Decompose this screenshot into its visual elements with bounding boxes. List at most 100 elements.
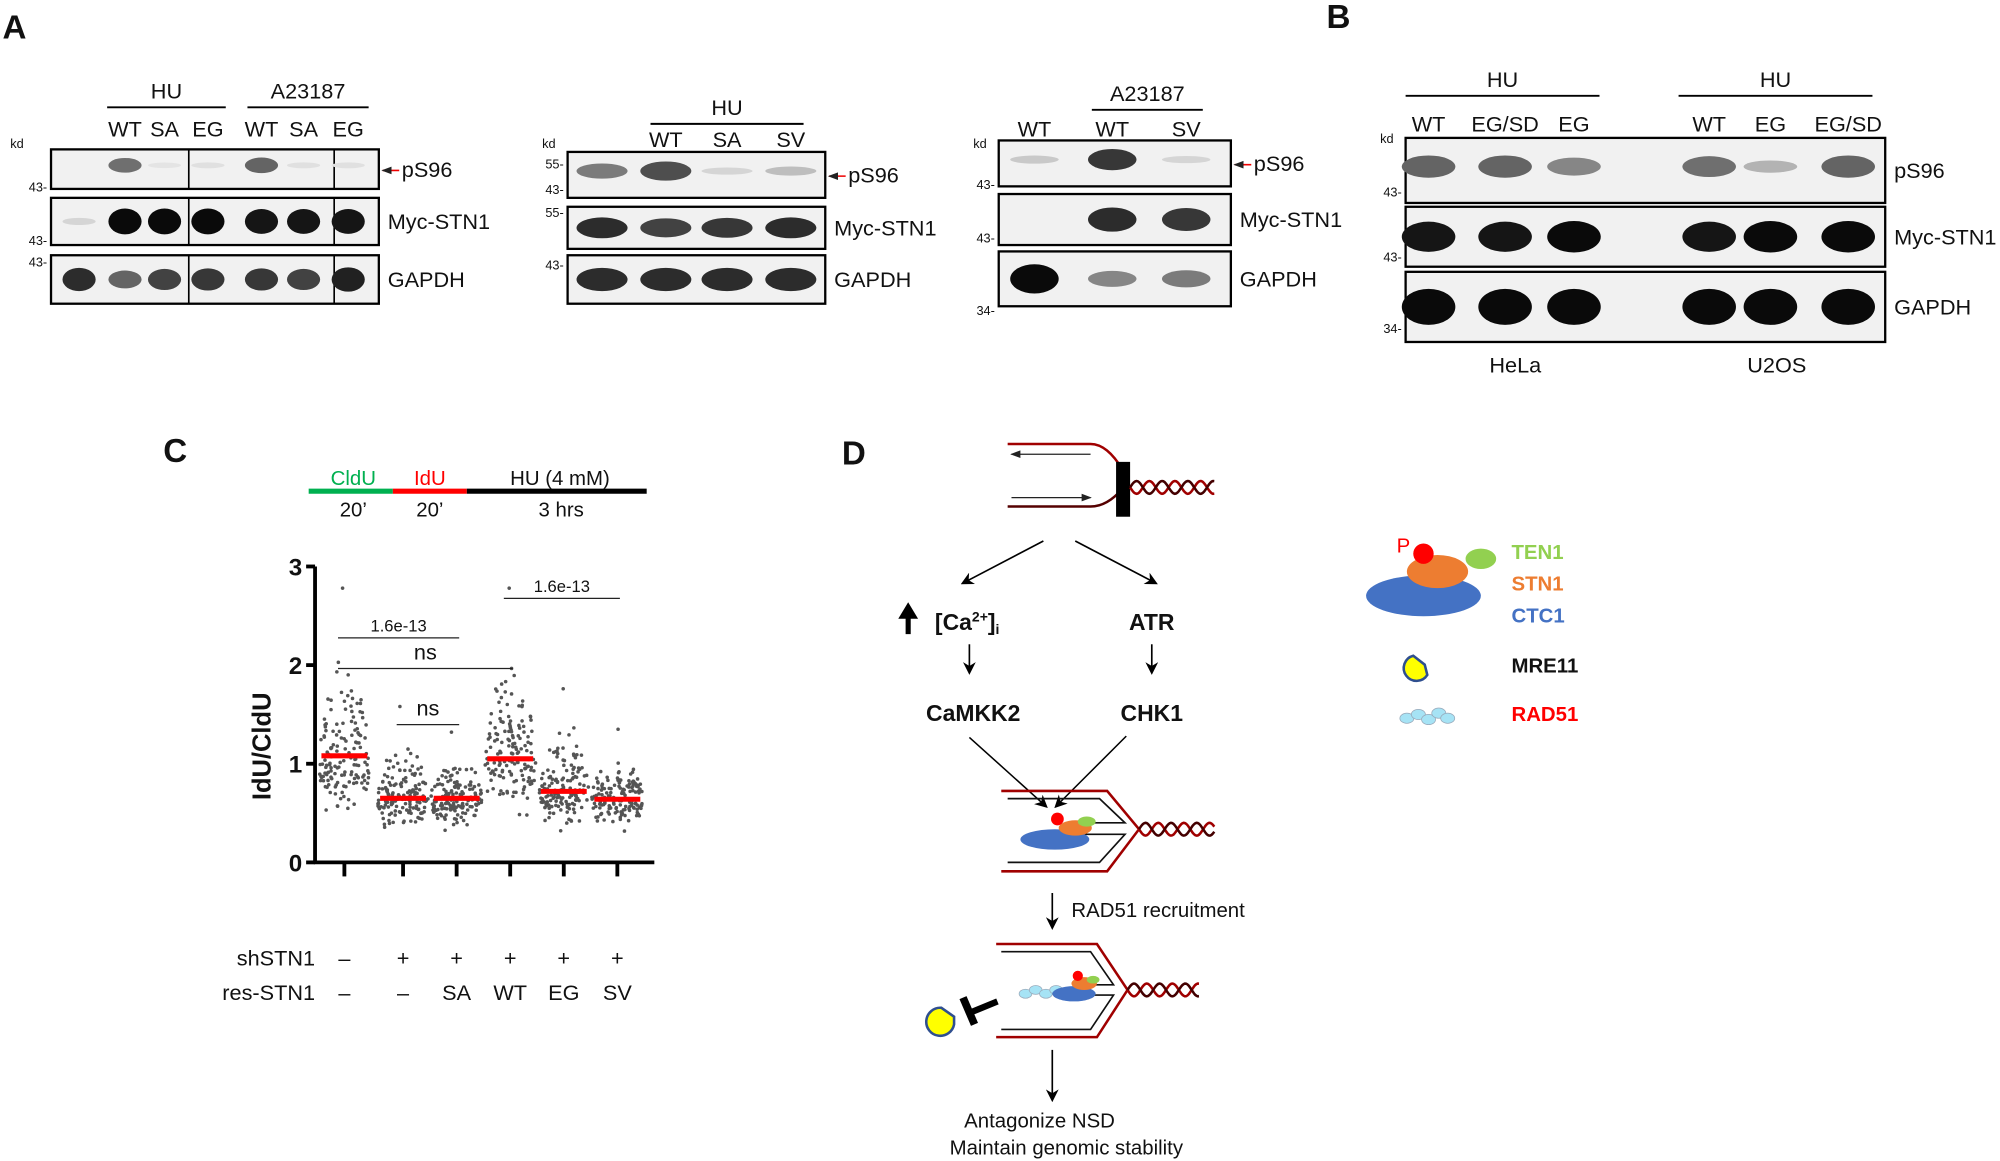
data-point	[633, 790, 638, 794]
mw-marker: 55-	[545, 157, 563, 172]
data-point	[547, 784, 552, 788]
data-point	[601, 802, 606, 807]
data-point	[394, 804, 399, 809]
data-point	[543, 805, 547, 810]
data-point	[639, 806, 643, 811]
data-point	[376, 804, 380, 808]
data-point	[509, 773, 514, 777]
row-label: Myc-STN1	[1240, 207, 1342, 232]
data-point	[525, 796, 530, 800]
protein-band	[1821, 155, 1875, 178]
data-point	[600, 786, 605, 790]
protein-band	[640, 267, 692, 292]
idu-label: IdU	[414, 468, 446, 490]
data-point	[350, 696, 355, 701]
data-point	[366, 775, 371, 780]
data-point	[342, 794, 346, 799]
data-point	[340, 773, 344, 778]
data-point	[591, 785, 596, 790]
protein-band	[1161, 208, 1211, 232]
data-point	[323, 758, 327, 762]
data-point	[408, 805, 412, 809]
data-point	[550, 781, 554, 785]
data-point	[529, 741, 533, 746]
data-point	[467, 783, 472, 787]
data-point	[381, 816, 386, 821]
data-point	[472, 784, 477, 789]
data-point	[516, 734, 521, 738]
data-point	[416, 767, 420, 771]
data-point	[640, 789, 644, 794]
data-point	[458, 767, 462, 772]
data-point	[436, 807, 440, 812]
data-point	[395, 761, 400, 766]
protein-band	[108, 157, 142, 173]
data-point	[473, 770, 478, 775]
data-point	[335, 670, 339, 674]
data-point	[505, 789, 509, 794]
dna-helix	[1137, 821, 1216, 837]
data-point	[571, 771, 575, 776]
data-point	[443, 801, 448, 806]
legend-mre11: MRE11	[1511, 655, 1578, 677]
data-point	[577, 798, 581, 803]
data-point	[380, 811, 384, 815]
data-point	[529, 768, 533, 772]
res-stn1-value: –	[397, 980, 410, 1005]
data-point	[569, 763, 574, 767]
row-label-shstn1: shSTN1	[237, 946, 315, 971]
data-point	[322, 735, 327, 739]
protein-band	[576, 163, 628, 179]
protein-band	[331, 209, 365, 234]
protein-band	[1821, 221, 1875, 253]
data-point	[385, 788, 390, 792]
data-point	[431, 805, 436, 810]
data-point	[523, 762, 527, 767]
data-point	[499, 789, 503, 793]
data-point	[404, 808, 409, 812]
data-point	[613, 811, 618, 815]
significance-label: 1.6e-13	[370, 617, 426, 636]
data-point	[594, 815, 598, 820]
data-point	[526, 740, 530, 745]
data-point	[551, 770, 556, 774]
data-point	[393, 809, 398, 813]
data-point	[360, 781, 364, 785]
data-point	[454, 791, 459, 795]
data-point	[379, 804, 383, 809]
row-label: pS96	[1894, 158, 1945, 183]
row-label: pS96	[848, 163, 899, 188]
data-point	[619, 813, 624, 817]
data-point	[493, 726, 497, 730]
protein-band	[1401, 221, 1456, 252]
data-point	[324, 771, 329, 776]
data-point	[324, 808, 328, 812]
data-point	[351, 781, 356, 786]
data-point	[328, 761, 332, 766]
data-point	[555, 755, 559, 759]
data-point	[561, 776, 566, 780]
lane-label: SA	[713, 127, 742, 152]
data-point	[533, 761, 538, 765]
data-point	[549, 804, 554, 809]
data-point	[561, 758, 565, 762]
data-point	[573, 755, 578, 760]
data-point	[414, 786, 419, 791]
data-point	[605, 775, 609, 780]
data-point	[463, 785, 468, 789]
data-point	[401, 778, 406, 782]
data-point	[465, 822, 469, 827]
data-point	[607, 786, 611, 791]
data-point	[594, 804, 598, 809]
data-point	[507, 586, 511, 590]
data-point	[319, 775, 324, 780]
data-point	[455, 770, 460, 775]
data-point	[500, 768, 505, 773]
ten1-shape	[1465, 548, 1497, 570]
protein-band	[147, 268, 182, 291]
data-point	[525, 748, 529, 753]
data-point	[497, 700, 501, 705]
data-point	[417, 782, 421, 787]
data-point	[631, 767, 636, 772]
panel-label-b: B	[1327, 0, 1351, 36]
